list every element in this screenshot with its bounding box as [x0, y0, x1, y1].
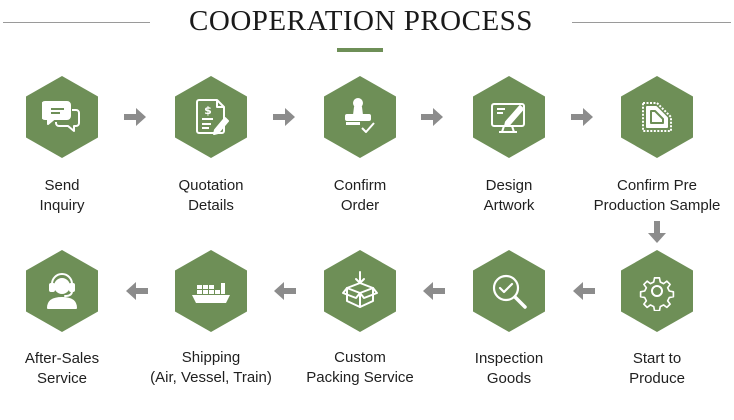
support-headset-icon — [47, 273, 77, 309]
svg-text:$: $ — [204, 104, 212, 117]
stamp-approve-icon — [345, 98, 375, 133]
step-hexagon — [26, 250, 98, 332]
inspection-magnifier-icon — [492, 274, 527, 309]
step-label: Shipping(Air, Vessel, Train) — [150, 349, 272, 386]
step-hexagon — [324, 76, 396, 158]
fabric-sample-icon — [642, 102, 672, 132]
step-hexagon — [473, 250, 545, 332]
arrow-down-icon — [648, 221, 666, 243]
step-hexagon — [175, 250, 247, 332]
step-hexagon — [621, 76, 693, 158]
page-title: COOPERATION PROCESS — [189, 5, 533, 37]
step-hexagon — [473, 76, 545, 158]
arrow-left-icon — [126, 282, 148, 300]
title-line-right — [572, 22, 731, 23]
step-shipping: Shipping(Air, Vessel, Train) — [136, 250, 286, 420]
arrow-right-icon — [421, 108, 443, 126]
package-box-icon — [342, 271, 378, 308]
quotation-document-icon: $ — [196, 99, 229, 135]
arrow-left-icon — [274, 282, 296, 300]
chat-bubbles-icon — [42, 101, 80, 132]
arrow-right-icon — [571, 108, 593, 126]
step-hexagon: $ — [175, 76, 247, 158]
cargo-ship-icon — [192, 283, 230, 303]
step-hexagon — [26, 76, 98, 158]
arrow-left-icon — [423, 282, 445, 300]
arrow-right-icon — [273, 108, 295, 126]
step-hexagon — [324, 250, 396, 332]
arrow-right-icon — [124, 108, 146, 126]
title-line-left — [3, 22, 150, 23]
title-underline-bar — [337, 48, 383, 52]
arrow-left-icon — [573, 282, 595, 300]
step-hexagon — [621, 250, 693, 332]
gear-icon — [639, 277, 675, 311]
design-monitor-icon — [491, 103, 525, 133]
